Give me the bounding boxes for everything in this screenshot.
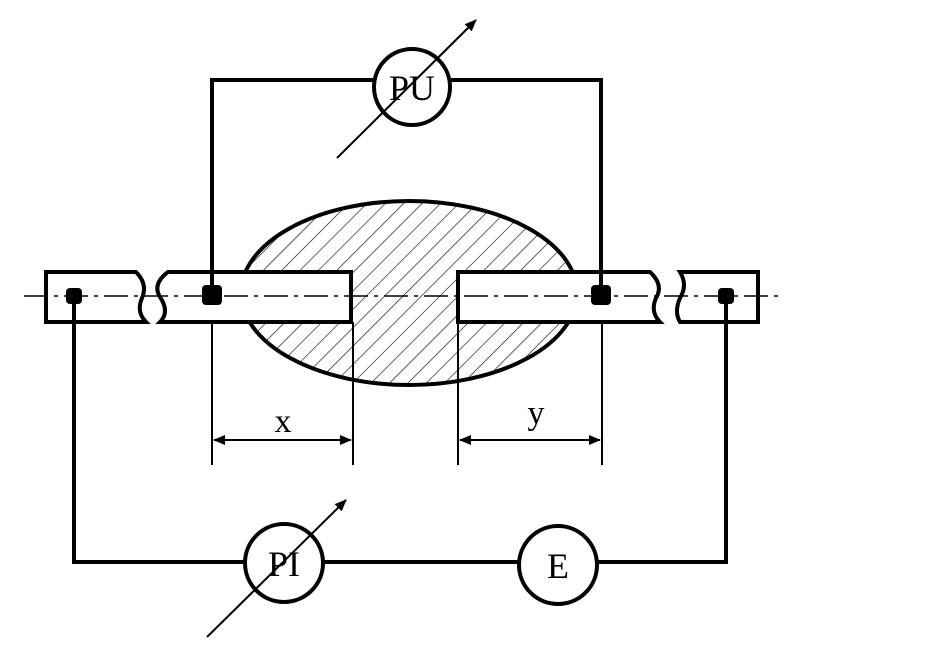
left-rod-outer (44, 270, 151, 324)
voltmeter-wire (210, 78, 603, 296)
voltmeter-pu: PU (372, 47, 452, 127)
contact-point (202, 285, 222, 305)
power-source-e: E (517, 524, 599, 606)
right-rod-inner-outline (456, 270, 665, 324)
right-rod-inner (458, 272, 656, 322)
contact-point (718, 288, 734, 304)
dimension-y-label: y (528, 395, 545, 432)
variable-arrow-icon (206, 499, 347, 638)
dimension-x-label: x (275, 403, 292, 440)
voltmeter-label: PU (389, 68, 435, 108)
contact-point (66, 288, 82, 304)
left-rod-inner-outline (155, 270, 353, 324)
right-rod-outer (675, 270, 760, 324)
source-label: E (547, 546, 569, 586)
left-rod-inner (162, 272, 351, 322)
current-loop-wire (72, 296, 728, 564)
ammeter-pi: PI (243, 522, 325, 604)
variable-arrow-icon (336, 19, 477, 159)
contact-point (591, 285, 611, 305)
